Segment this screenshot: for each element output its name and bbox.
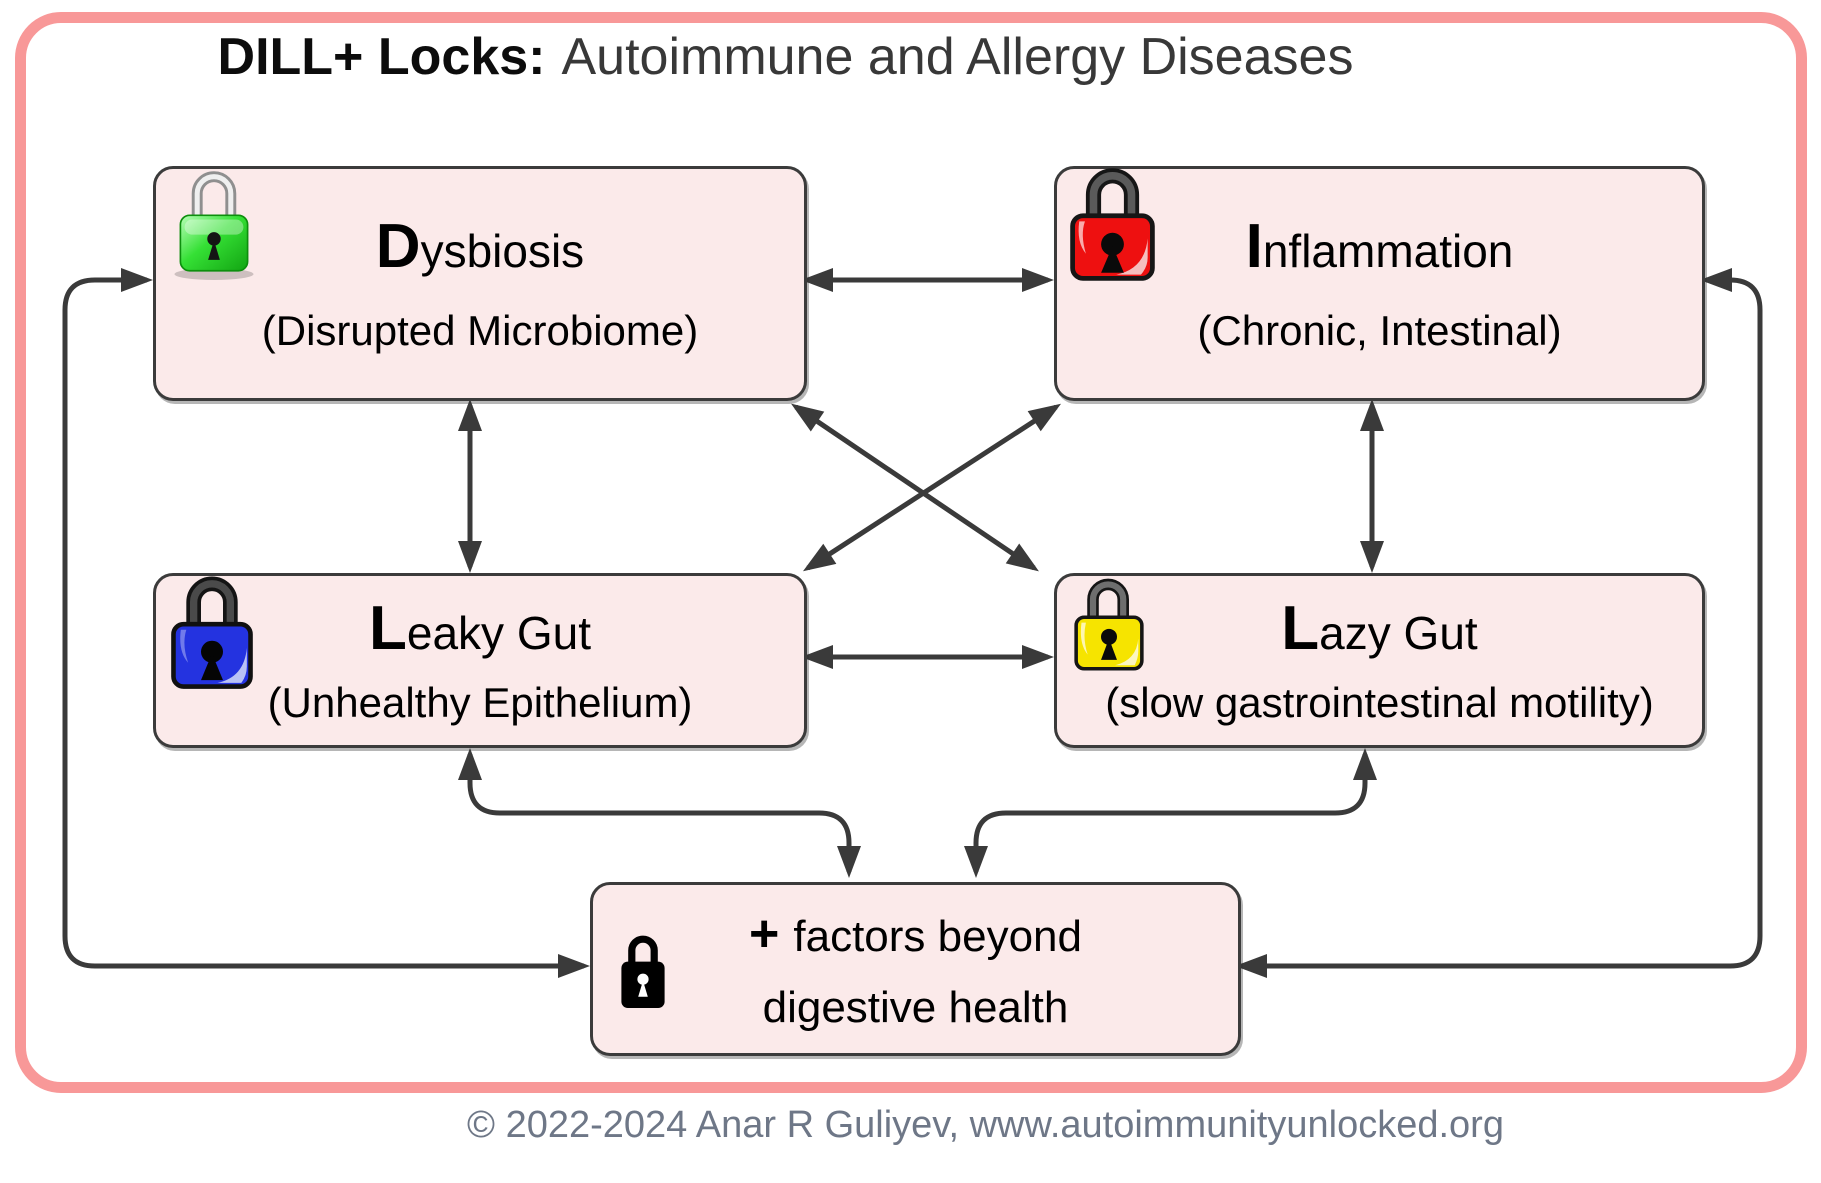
black-lock-icon (621, 935, 665, 1008)
inflammation-title-rest: nflammation (1262, 224, 1514, 277)
arrow-plusfactors-inflammation (1235, 268, 1763, 978)
arrow-plusfactors-dysbiosis (62, 268, 590, 978)
arrow-leakygut-plusfactors (458, 748, 861, 878)
arrow-dysbiosis-lazygut (791, 403, 1039, 572)
arrow-inflammation-leakygut (802, 403, 1062, 572)
leaky-gut-subtitle: (Unhealthy Epithelium) (267, 679, 693, 726)
leaky-gut-initial: L (369, 593, 407, 663)
dysbiosis-title-rest: ysbiosis (420, 224, 585, 277)
plus-factors-line1: + factors beyond (749, 904, 1082, 963)
leaky-gut-title: Leaky Gut (369, 596, 591, 661)
plus-factors-line1-rest: factors beyond (793, 911, 1082, 961)
dysbiosis-title: Dysbiosis (376, 214, 584, 279)
plus-sign: + (749, 904, 780, 963)
title-prefix: DILL+ Locks: (217, 28, 546, 86)
diagram-title: DILL+ Locks: Autoimmune and Allergy Disea… (0, 26, 1571, 88)
title-rest: Autoimmune and Allergy Diseases (561, 28, 1354, 86)
lazy-gut-initial: L (1281, 593, 1320, 663)
lazy-gut-title: Lazy Gut (1281, 596, 1477, 661)
green-lock-icon (174, 171, 254, 280)
leaky-gut-title-rest: eaky Gut (406, 606, 591, 659)
inflammation-subtitle: (Chronic, Intestinal) (1197, 307, 1562, 354)
inflammation-title: Inflammation (1246, 214, 1514, 279)
inflammation-initial: I (1245, 211, 1263, 281)
lazy-gut-box: Lazy Gut (slow gastrointestinal motility… (1054, 573, 1705, 748)
lazy-gut-subtitle: (slow gastrointestinal motility) (1105, 679, 1654, 726)
red-lock-icon (1070, 168, 1155, 281)
copyright-text: © 2022-2024 Anar R Guliyev, www.autoimmu… (467, 1104, 1504, 1146)
dysbiosis-initial: D (375, 211, 421, 281)
inflammation-box: Inflammation (Chronic, Intestinal) (1054, 166, 1705, 401)
plus-factors-box: + factors beyond digestive health (590, 882, 1241, 1056)
dysbiosis-subtitle: (Disrupted Microbiome) (261, 307, 699, 354)
yellow-lock-icon (1074, 578, 1144, 671)
arrow-lazygut-plusfactors (964, 748, 1377, 878)
plus-factors-line2: digestive health (762, 983, 1069, 1033)
blue-lock-icon (171, 576, 253, 689)
lazy-gut-title-rest: azy Gut (1319, 606, 1478, 659)
leaky-gut-box: Leaky Gut (Unhealthy Epithelium) (153, 573, 807, 748)
dysbiosis-box: Dysbiosis (Disrupted Microbiome) (153, 166, 807, 401)
outer-pink-frame (15, 12, 1807, 1093)
